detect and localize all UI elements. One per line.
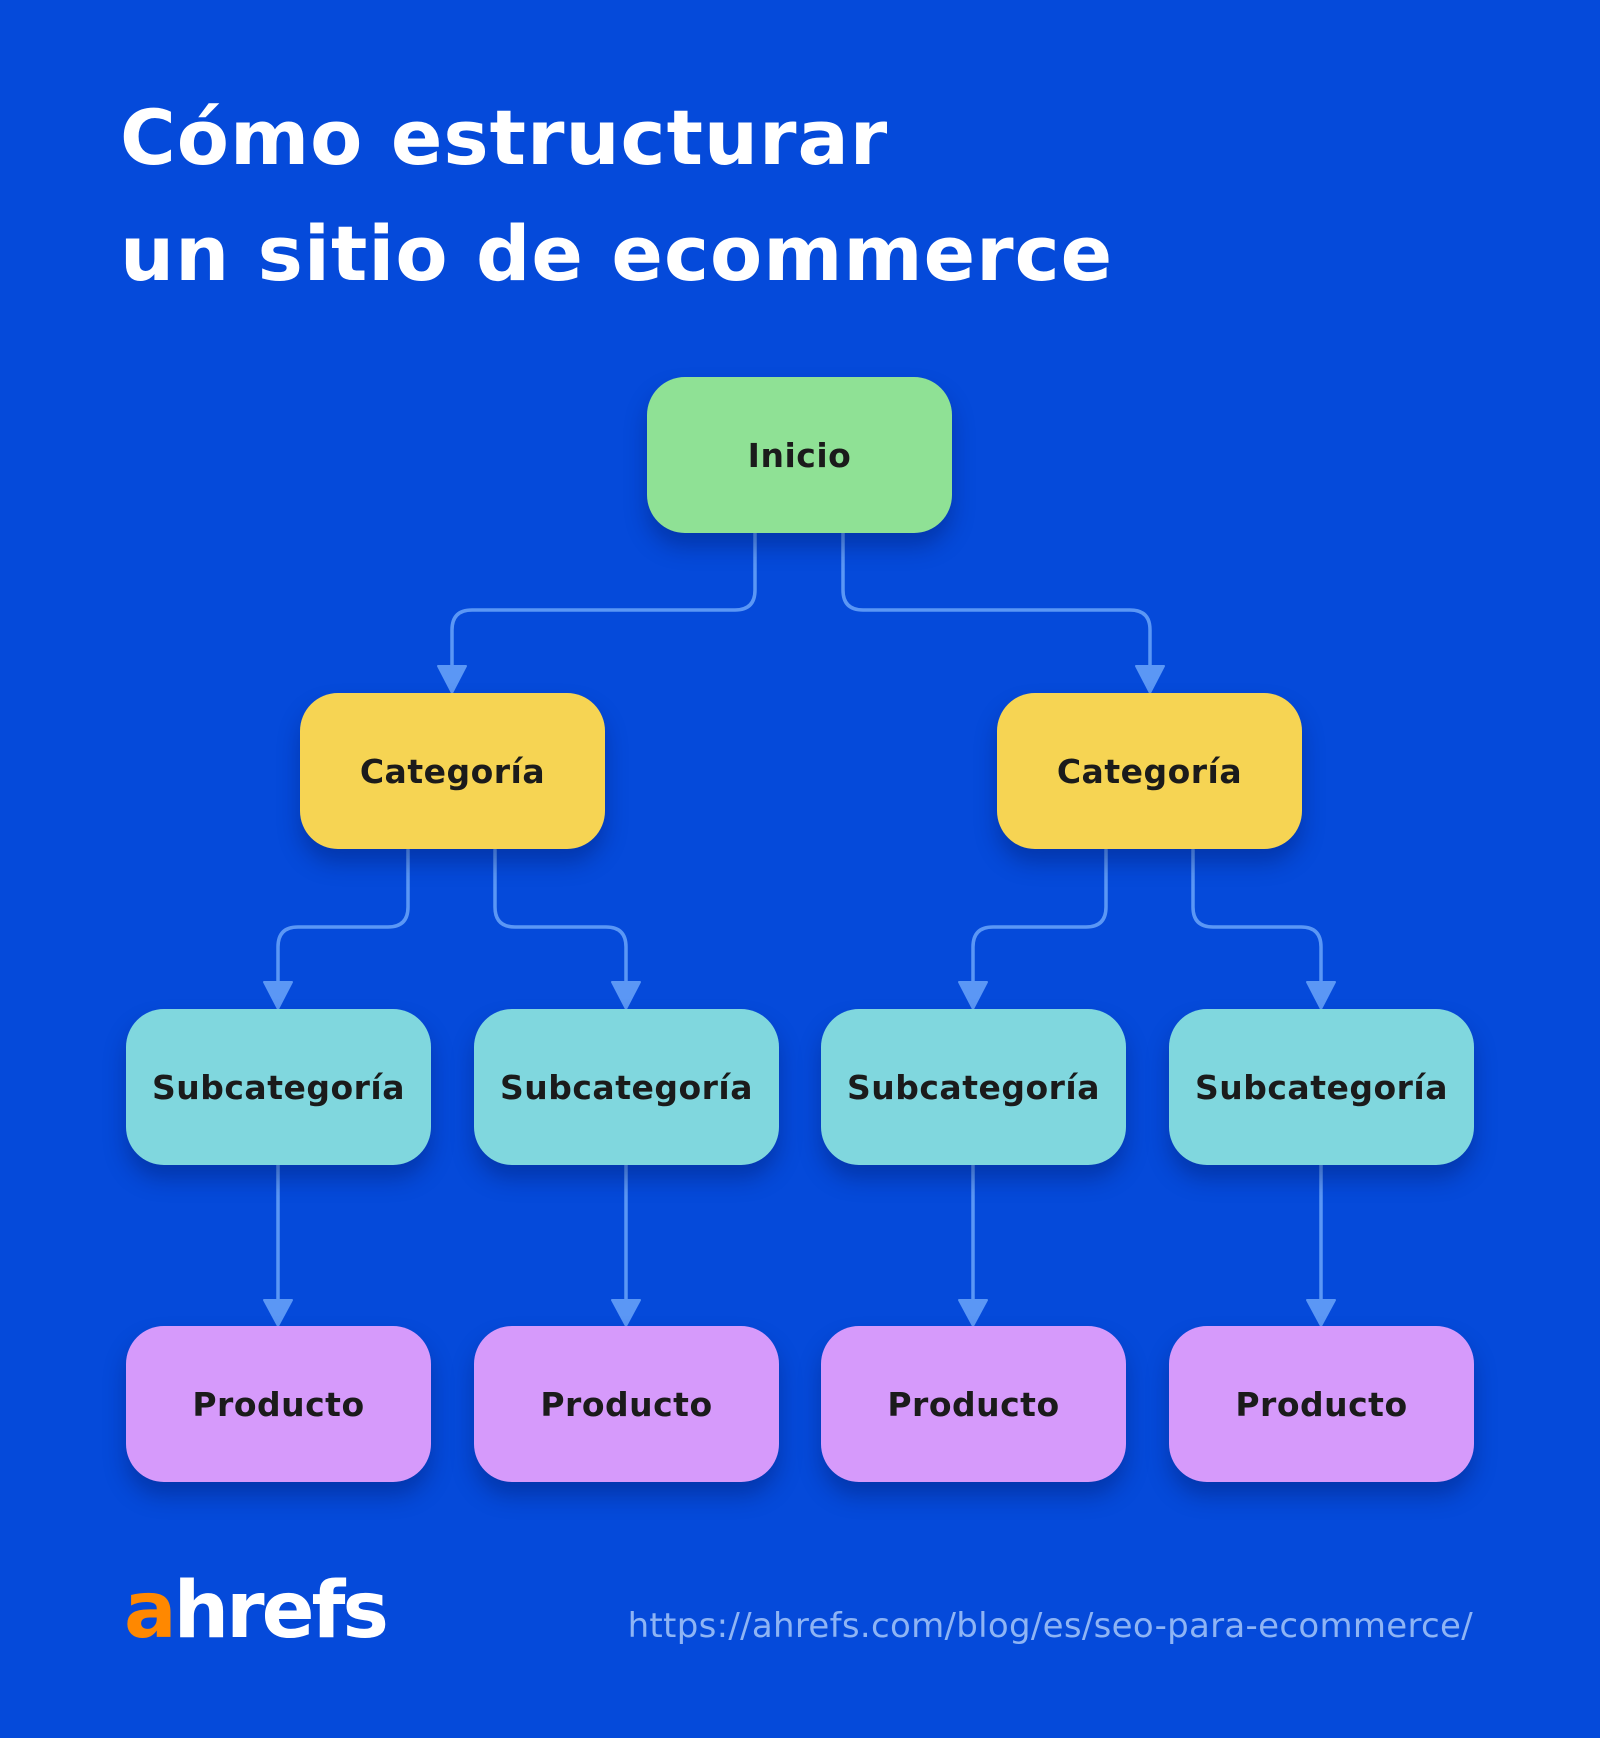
- node-subcategoria-1: Subcategoría: [126, 1009, 431, 1165]
- ahrefs-logo: ahrefs: [124, 1572, 389, 1650]
- node-label: Inicio: [747, 435, 852, 475]
- arrow-head-icon: [611, 1299, 641, 1327]
- connector-cat2-sub3: [971, 848, 1108, 984]
- connector-root-cat-right: [841, 531, 1152, 668]
- arrow-head-icon: [1306, 981, 1336, 1010]
- connector-cat1-sub2: [493, 848, 628, 984]
- node-label: Subcategoría: [1194, 1067, 1449, 1107]
- node-label: Categoría: [1056, 751, 1243, 791]
- node-producto-1: Producto: [126, 1326, 431, 1482]
- node-label: Producto: [1235, 1384, 1408, 1424]
- arrow-head-icon: [1306, 1299, 1336, 1327]
- node-label: Subcategoría: [846, 1067, 1101, 1107]
- logo-accent: a: [124, 1566, 177, 1656]
- node-subcategoria-3: Subcategoría: [821, 1009, 1126, 1165]
- node-subcategoria-4: Subcategoría: [1169, 1009, 1474, 1165]
- node-producto-2: Producto: [474, 1326, 779, 1482]
- page-title: Cómo estructurar un sitio de ecommerce: [120, 80, 1113, 312]
- node-label: Producto: [192, 1384, 365, 1424]
- arrow-head-icon: [263, 1299, 293, 1327]
- node-label: Producto: [887, 1384, 1060, 1424]
- node-producto-3: Producto: [821, 1326, 1126, 1482]
- node-categoria-2: Categoría: [997, 693, 1302, 849]
- arrow-head-icon: [958, 981, 988, 1010]
- connector-cat1-sub1: [276, 848, 410, 984]
- node-label: Categoría: [359, 751, 546, 791]
- source-url: https://ahrefs.com/blog/es/seo-para-ecom…: [627, 1606, 1473, 1646]
- connector-cat2-sub4: [1191, 848, 1323, 984]
- node-subcategoria-2: Subcategoría: [474, 1009, 779, 1165]
- node-label: Subcategoría: [499, 1067, 754, 1107]
- node-label: Subcategoría: [151, 1067, 406, 1107]
- node-categoria-1: Categoría: [300, 693, 605, 849]
- title-line-2: un sitio de ecommerce: [120, 209, 1114, 298]
- arrow-head-icon: [611, 981, 641, 1010]
- node-producto-4: Producto: [1169, 1326, 1474, 1482]
- arrow-head-icon: [1135, 665, 1165, 694]
- arrow-head-icon: [437, 665, 467, 694]
- node-label: Producto: [540, 1384, 713, 1424]
- arrow-head-icon: [958, 1299, 988, 1327]
- node-inicio: Inicio: [647, 377, 952, 533]
- title-line-1: Cómo estructurar: [120, 93, 889, 182]
- arrow-head-icon: [263, 981, 293, 1010]
- logo-text: hrefs: [173, 1566, 389, 1656]
- connector-root-cat-left: [450, 531, 757, 668]
